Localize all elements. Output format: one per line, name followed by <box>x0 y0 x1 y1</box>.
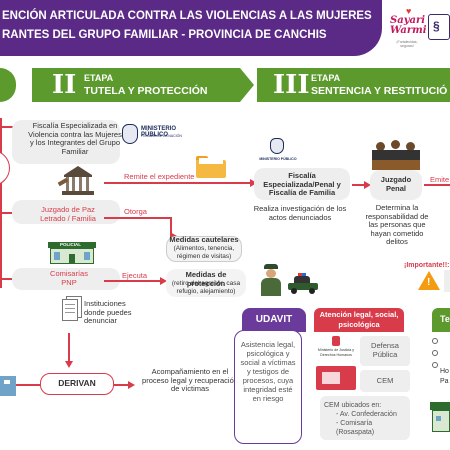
derivan-arrow-head <box>65 361 73 368</box>
medidas-proteccion-title: Medidas de protección <box>185 270 227 288</box>
logo-warmi-text: Warmi <box>390 25 427 36</box>
logo-sayari-text: Sayari <box>390 15 426 26</box>
importante-card-partial <box>444 270 450 292</box>
fiscalia-to-juzgado-line <box>352 184 366 186</box>
police-car-icon <box>288 273 318 294</box>
partner-logo-letter: § <box>433 19 440 33</box>
stage-ii-bar: II ETAPA TUTELA Y PROTECCIÓN <box>32 68 254 102</box>
otorga-line-down <box>170 217 172 235</box>
derivan-pill <box>40 373 114 395</box>
juzgado-penal-card <box>370 170 422 200</box>
policial-sign: POLICIAL <box>60 242 81 247</box>
udavit-card <box>234 330 302 444</box>
ejecuta-line <box>104 280 162 282</box>
bracket-node <box>0 150 10 186</box>
investiga-label: Realiza investigación de los actos denun… <box>253 204 347 222</box>
mp-small-text: MINISTERIO PÚBLICO <box>259 157 297 161</box>
importante-label: ¡Importante!!: <box>404 262 450 269</box>
remite-arrow-line <box>104 182 252 184</box>
header-title-line2: RANTES DEL GRUPO FAMILIAR - PROVINCIA DE… <box>2 29 327 41</box>
warning-symbol: ! <box>427 277 431 288</box>
mp-logo-small <box>268 138 288 160</box>
udavit-description: Asistencia legal, psicológica y social a… <box>240 340 296 403</box>
medidas-proteccion-detail: (retiro del agresor, casa refugio, aleja… <box>171 280 241 295</box>
mp-logo-text: MINISTERIO PÚBLICO <box>141 126 177 138</box>
ejecuta-arrow-head <box>160 277 167 285</box>
instituciones-label: Instituciones donde puedes denunciar <box>84 299 132 326</box>
right-bullets <box>430 334 450 374</box>
emite-label: Emite <box>430 175 450 184</box>
mp-logo-sub: FISCALÍA DE LA NACIÓN <box>141 134 182 138</box>
police-officer-icon <box>258 264 284 296</box>
partner-logo: § <box>428 14 450 40</box>
fiscalia-penal-card <box>254 168 350 200</box>
minjus-logo-area: Ministerio de Justicia y Derechos Humano… <box>314 334 358 392</box>
header-title-line1: ENCIÓN ARTICULADA CONTRA LAS VIOLENCIAS … <box>2 10 372 22</box>
medidas-cautelares-card <box>166 236 242 262</box>
fiscalia-to-juzgado-arrow <box>364 181 371 189</box>
stage-i-bar-partial <box>0 68 16 102</box>
building-icon-partial <box>430 402 450 432</box>
court-building-icon <box>57 166 94 200</box>
otorga-label: Otorga <box>124 207 147 216</box>
fiscalia-penal-label: Fiscalía Especializada/Penal y Fiscalía … <box>263 171 341 198</box>
remite-arrow-head <box>250 179 257 187</box>
document-stack-icon <box>62 296 84 322</box>
acompanamiento-label: Acompañamiento en el proceso legal y rec… <box>142 367 238 394</box>
heart-icon: ♥ <box>406 6 412 16</box>
sayari-warmi-logo: Sayari Warmi <box>390 15 427 36</box>
juzgado-paz-label: Juzgado de Paz Letrado / Familia <box>40 205 96 223</box>
defensa-publica-box: Defensa Pública <box>360 336 410 366</box>
header-banner: ENCIÓN ARTICULADA CONTRA LAS VIOLENCIAS … <box>0 0 382 56</box>
fiscalia-label: Fiscalía Especializada en Violencia cont… <box>28 121 122 156</box>
stage-ii-label: ETAPA <box>84 73 114 83</box>
left-connector <box>0 118 2 288</box>
stage-iii-bar: III ETAPA SENTENCIA Y RESTITUCIÓ <box>257 68 450 102</box>
udavit-tab: UDAVIT <box>242 308 306 332</box>
stage-ii-roman: II <box>52 70 77 100</box>
police-station-icon: POLICIAL <box>48 242 96 266</box>
cem-ubicados-label: CEM ubicados en: <box>324 402 382 409</box>
stage-iii-title: SENTENCIA Y RESTITUCIÓ <box>311 85 448 97</box>
derivan-right-arrow <box>128 381 135 389</box>
derivan-vertical-line <box>68 333 70 363</box>
remite-label: Remite el expediente <box>124 172 195 181</box>
cem-locations-box: CEM ubicados en: - Av. Confederación - C… <box>320 396 410 440</box>
juzgado-penal-label: Juzgado Penal <box>380 175 412 193</box>
cem-box: CEM <box>360 370 410 392</box>
warning-icon: ! <box>418 271 440 291</box>
stage-ii-title: TUTELA Y PROTECCIÓN <box>84 85 208 97</box>
minjus-label: Ministerio de Justicia y Derechos Humano… <box>317 348 355 357</box>
cem-location-1: - Av. Confederación <box>336 411 397 418</box>
hospital-icon-partial <box>0 372 16 396</box>
derivan-label: DERIVAN <box>58 378 96 388</box>
right-pa-text: Pa <box>440 378 449 385</box>
stage-iii-label: ETAPA <box>311 73 341 83</box>
right-tab-partial: Te <box>432 308 450 332</box>
emite-line <box>424 184 450 186</box>
otorga-line <box>104 217 172 219</box>
determina-label: Determina la responsabilidad de las pers… <box>365 203 429 247</box>
medidas-proteccion-card <box>166 269 246 297</box>
medidas-cautelares-title: Medidas cautelares <box>169 235 239 244</box>
cem-location-2: - Comisaría (Rosaspata) <box>336 420 375 436</box>
fiscalia-card <box>12 120 120 164</box>
folder-icon <box>196 156 226 178</box>
comisarias-label: Comisarías PNP <box>50 269 88 287</box>
juzgado-card <box>12 200 120 224</box>
medidas-cautelares-detail: (Alimentos, tenencia, régimen de visitas… <box>173 245 235 260</box>
stage-iii-roman: III <box>273 70 310 100</box>
ejecuta-label: Ejecuta <box>122 271 148 280</box>
judges-panel-icon <box>372 140 420 170</box>
right-ho-text: Ho <box>440 368 449 375</box>
derivan-left-line <box>0 384 40 386</box>
ministerio-publico-logo: MINISTERIO PÚBLICO FISCALÍA DE LA NACIÓN <box>122 122 186 148</box>
atencion-tab: Atención legal, social, psicológica <box>314 308 404 332</box>
logo-tagline: ¡Fortalecidas, seguras! <box>396 40 418 48</box>
comisarias-card <box>12 268 120 290</box>
derivan-right-line <box>114 384 130 386</box>
